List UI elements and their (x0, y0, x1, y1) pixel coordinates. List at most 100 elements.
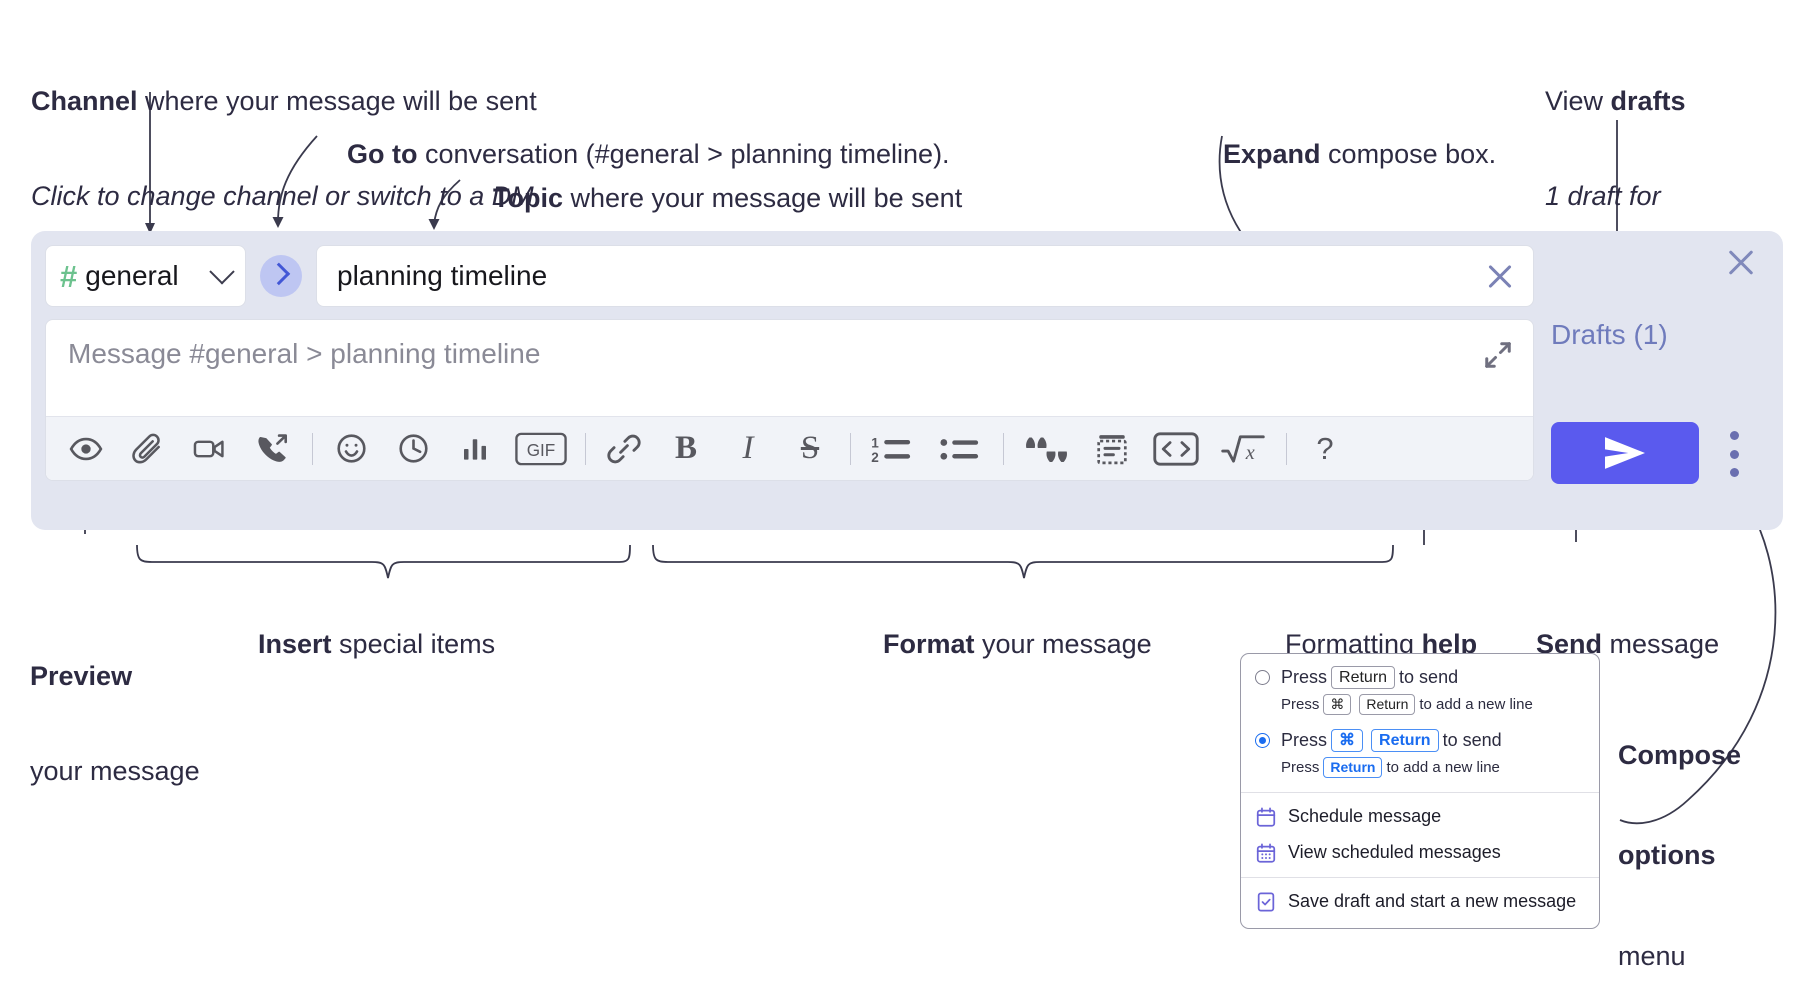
close-icon[interactable] (1483, 259, 1517, 293)
compose-inner: # general planning timeline Message #gen… (45, 245, 1534, 481)
annotation-topic-bold: Topic (493, 182, 564, 213)
key-cmd-2: ⌘ (1331, 728, 1364, 753)
annotation-topic-rest: where your message will be sent (563, 182, 963, 213)
radio-option-return[interactable]: Press Return to send (1241, 664, 1599, 691)
radio-option-cmd-return[interactable]: Press ⌘ Return to send (1241, 727, 1599, 754)
svg-text:1: 1 (871, 435, 879, 450)
annotation-compose-normal: menu (1618, 940, 1686, 971)
annotation-goto-rest: conversation (#general > planning timeli… (417, 138, 950, 169)
help-glyph: ? (1316, 431, 1334, 466)
ordered-list-icon[interactable]: 1 2 (865, 427, 919, 471)
italic-icon[interactable]: I (724, 427, 772, 471)
menu-item-schedule-message[interactable]: Schedule message (1241, 799, 1599, 835)
compose-options-button[interactable] (1719, 431, 1749, 477)
italic-glyph: I (742, 430, 754, 466)
key-return-sub-2: Return (1323, 757, 1383, 778)
annotation-formatting-help: Formatting help (1270, 597, 1477, 661)
drafts-column: Drafts (1) (1551, 245, 1771, 516)
save-draft-icon (1255, 891, 1277, 913)
radio-prefix-1: Press (1281, 667, 1328, 688)
annotation-topic: Topic where your message will be sent (478, 151, 962, 215)
radio-suffix-2: to send (1442, 730, 1502, 751)
sub-prefix-2: Press (1281, 759, 1320, 777)
kebab-dot-1 (1729, 431, 1739, 440)
bold-icon[interactable]: B (662, 427, 710, 471)
message-input[interactable]: Message #general > planning timeline (46, 320, 1533, 416)
annotation-send: Send message (1521, 597, 1719, 661)
send-shortcut-options: Press Return to send Press ⌘ Return to a… (1241, 654, 1599, 792)
annotation-drafts-sub1: 1 draft for (1545, 181, 1661, 212)
annotation-format: Format your message (868, 597, 1152, 661)
expand-icon[interactable] (1483, 340, 1513, 370)
send-icon (1605, 437, 1645, 469)
drafts-link[interactable]: Drafts (1) (1551, 319, 1668, 350)
annotation-expand: Expand compose box. (1208, 107, 1496, 171)
send-button[interactable] (1551, 422, 1699, 484)
strikethrough-glyph: S (800, 430, 820, 466)
video-icon[interactable] (186, 427, 234, 471)
menu-item-save-draft[interactable]: Save draft and start a new message (1241, 884, 1599, 920)
bulleted-list-icon[interactable] (933, 427, 987, 471)
goto-conversation-button[interactable] (260, 255, 302, 297)
attachment-icon[interactable] (124, 427, 172, 471)
audio-call-icon[interactable] (248, 427, 296, 471)
menu-group-draft: Save draft and start a new message (1241, 878, 1599, 928)
calendar-icon (1255, 806, 1277, 828)
annotation-channel-bold: Channel (31, 85, 138, 116)
annotation-compose-options: Compose options menu (1618, 672, 1741, 1007)
link-icon[interactable] (600, 427, 648, 471)
radio-suffix-1: to send (1399, 667, 1459, 688)
separator-2 (585, 432, 586, 465)
key-return-sub-1: Return (1359, 694, 1416, 715)
annotation-preview: Preview your message (30, 597, 200, 820)
annotation-drafts-bold: drafts (1610, 85, 1686, 116)
chevron-right-icon (267, 262, 291, 286)
key-cmd-1: ⌘ (1323, 694, 1352, 715)
annotation-send-rest: message (1602, 628, 1720, 659)
channel-row: # general planning timeline (45, 245, 1534, 307)
topic-field[interactable]: planning timeline (316, 245, 1534, 307)
menu-item-view-scheduled[interactable]: View scheduled messages (1241, 835, 1599, 871)
annotation-drafts-normal: View (1545, 85, 1611, 116)
annotation-channel-sub: Click to change channel or switch to a D… (31, 181, 542, 212)
radio-label-cmd-return: Press ⌘ Return to send (1281, 728, 1502, 753)
annotation-format-bold: Format (883, 628, 975, 659)
annotation-expand-bold: Expand (1223, 138, 1321, 169)
annotation-compose-bold2: options (1618, 840, 1716, 871)
help-icon[interactable]: ? (1301, 427, 1349, 471)
separator-1 (312, 432, 313, 465)
topic-input[interactable]: planning timeline (337, 260, 548, 291)
sub-suffix-2: to add a new line (1386, 759, 1500, 777)
compose-options-menu: Press Return to send Press ⌘ Return to a… (1240, 653, 1600, 929)
radio-button-cmd-return[interactable] (1255, 733, 1270, 749)
key-return-1: Return (1331, 666, 1396, 690)
channel-name-label: general (85, 260, 179, 291)
kebab-dot-2 (1729, 449, 1739, 459)
close-icon[interactable] (1723, 245, 1759, 281)
annotation-channel-rest: where your message will be sent (137, 85, 537, 116)
latex-icon[interactable]: x (1216, 427, 1270, 471)
menu-label-schedule-message: Schedule message (1288, 806, 1442, 827)
annotation-channel: Channel where your message will be sent … (31, 22, 541, 245)
annotation-expand-rest: compose box. (1320, 138, 1497, 169)
separator-4 (1003, 432, 1004, 465)
calendar-grid-icon (1255, 842, 1277, 864)
radio-button-return[interactable] (1255, 670, 1270, 686)
code-block-icon[interactable] (1088, 427, 1136, 471)
blockquote-icon[interactable] (1018, 427, 1074, 471)
preview-icon[interactable] (62, 427, 110, 471)
radio-prefix-2: Press (1281, 730, 1328, 751)
gif-icon[interactable]: GIF (513, 427, 569, 471)
channel-selector[interactable]: # general (45, 245, 246, 307)
menu-group-schedule: Schedule message View scheduled messages (1241, 793, 1599, 877)
clock-icon[interactable] (389, 427, 437, 471)
emoji-icon[interactable] (327, 427, 375, 471)
annotation-preview-rest: your message (30, 756, 200, 787)
code-icon[interactable] (1150, 427, 1202, 471)
key-return-2: Return (1371, 728, 1439, 753)
annotation-compose-bold1: Compose (1618, 739, 1742, 770)
poll-icon[interactable] (451, 427, 499, 471)
radio-sub-cmd-return: Press Return to add a new line (1241, 754, 1599, 784)
annotation-preview-bold: Preview (30, 660, 133, 691)
strikethrough-icon[interactable]: S (786, 427, 834, 471)
